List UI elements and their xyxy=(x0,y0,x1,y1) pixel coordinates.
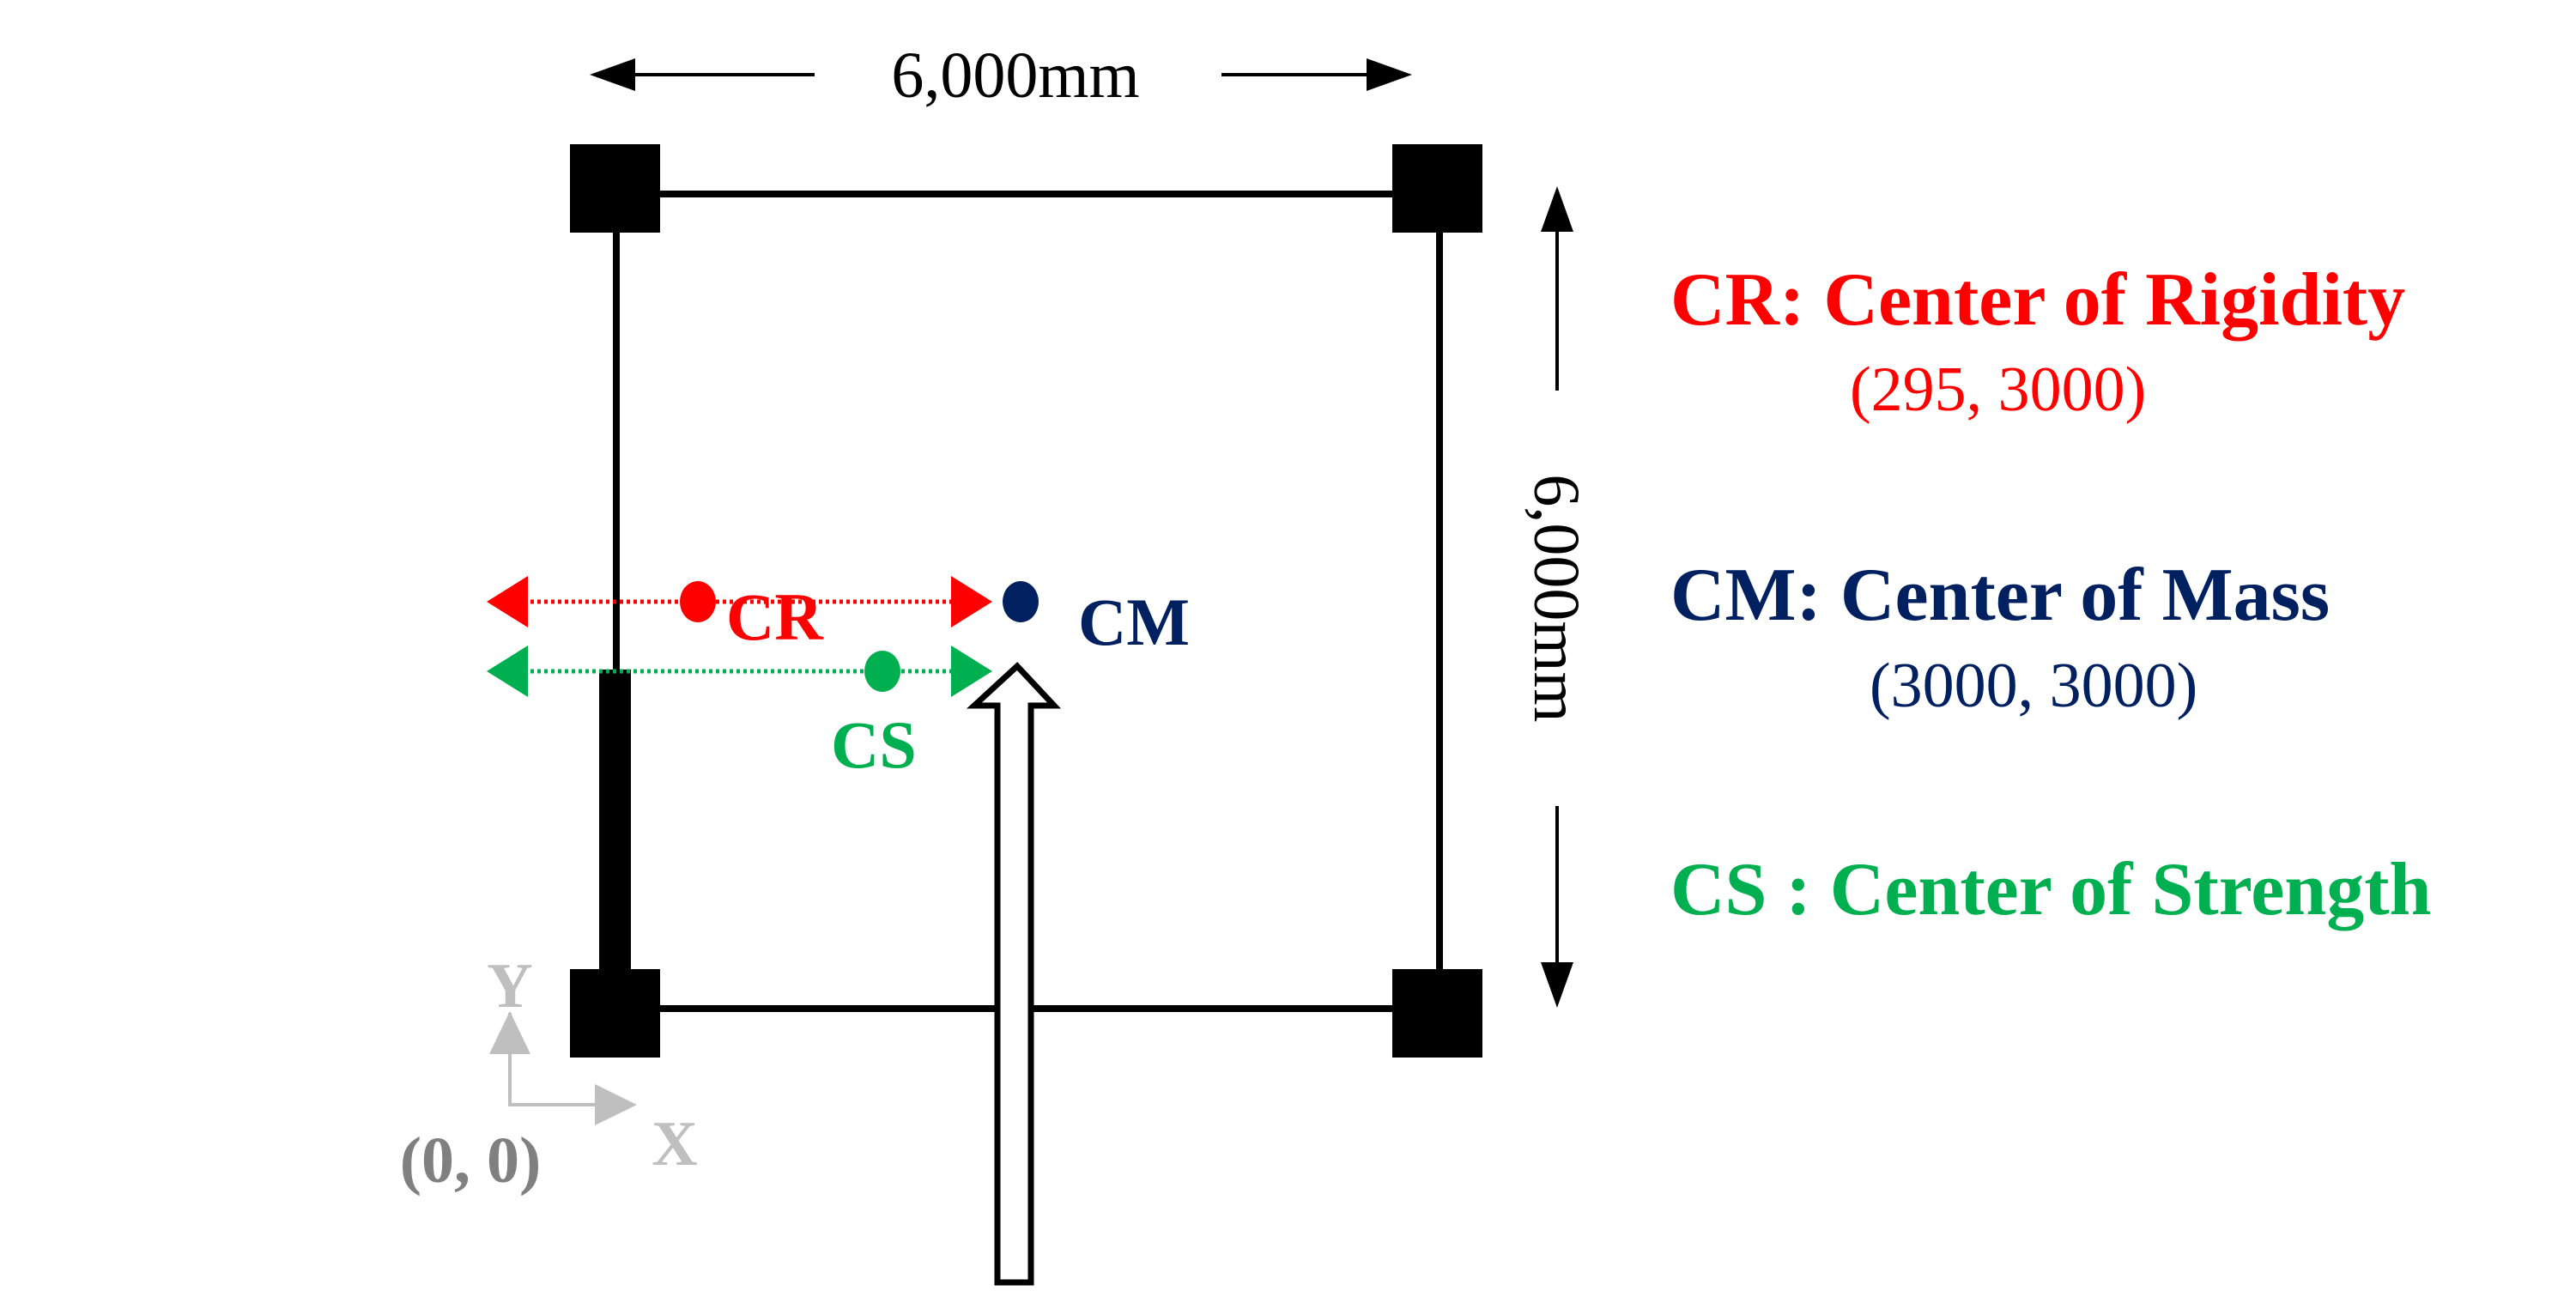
legend-cr-coords: (295, 3000) xyxy=(1850,355,2146,425)
cs-point xyxy=(864,651,900,692)
columns xyxy=(570,144,1482,1058)
origin-label: (0, 0) xyxy=(400,1124,542,1197)
arrowhead-down-icon xyxy=(1541,962,1573,1008)
column-top-left xyxy=(570,144,660,233)
cr-eccentricity: CR xyxy=(487,576,992,654)
cs-arrowhead-right-icon xyxy=(951,646,992,697)
horizontal-dimension-label: 6,000mm xyxy=(891,39,1139,112)
y-axis-label: Y xyxy=(487,951,532,1021)
cm-label: CM xyxy=(1078,585,1190,659)
arrowhead-up-icon xyxy=(1541,186,1573,232)
legend-cr-title: CR: Center of Rigidity xyxy=(1670,258,2405,342)
lateral-load-arrow-icon xyxy=(967,662,1062,1286)
legend-cs-title: CS : Center of Strength xyxy=(1670,848,2431,931)
coordinate-axes: Y X (0, 0) xyxy=(400,951,698,1197)
x-axis-arrow-icon xyxy=(595,1084,637,1125)
column-top-right xyxy=(1392,144,1482,233)
arrowhead-right-icon xyxy=(1367,58,1412,91)
legend: CR: Center of Rigidity (295, 3000) CM: C… xyxy=(1670,258,2431,931)
cr-arrowhead-right-icon xyxy=(951,576,992,627)
vertical-dimension: 6,000mm xyxy=(1520,186,1592,1008)
shear-wall xyxy=(599,670,631,979)
y-axis-arrow-icon xyxy=(489,1011,530,1054)
cr-arrowhead-left-icon xyxy=(487,576,528,627)
cr-point xyxy=(680,581,716,622)
cs-label: CS xyxy=(831,707,917,782)
cs-eccentricity: CS xyxy=(487,646,992,782)
vertical-dimension-label: 6,000mm xyxy=(1520,474,1592,722)
cm-point xyxy=(1003,581,1039,622)
cr-label: CR xyxy=(726,579,824,654)
legend-cm-title: CM: Center of Mass xyxy=(1670,554,2330,637)
horizontal-dimension: 6,000mm xyxy=(590,39,1412,112)
column-bottom-right xyxy=(1392,969,1482,1058)
x-axis-label: X xyxy=(652,1109,697,1179)
arrowhead-left-icon xyxy=(590,58,635,91)
cm-marker: CM xyxy=(1003,581,1190,659)
cs-arrowhead-left-icon xyxy=(487,646,528,697)
legend-cm-coords: (3000, 3000) xyxy=(1870,651,2197,721)
column-bottom-left xyxy=(570,969,660,1058)
